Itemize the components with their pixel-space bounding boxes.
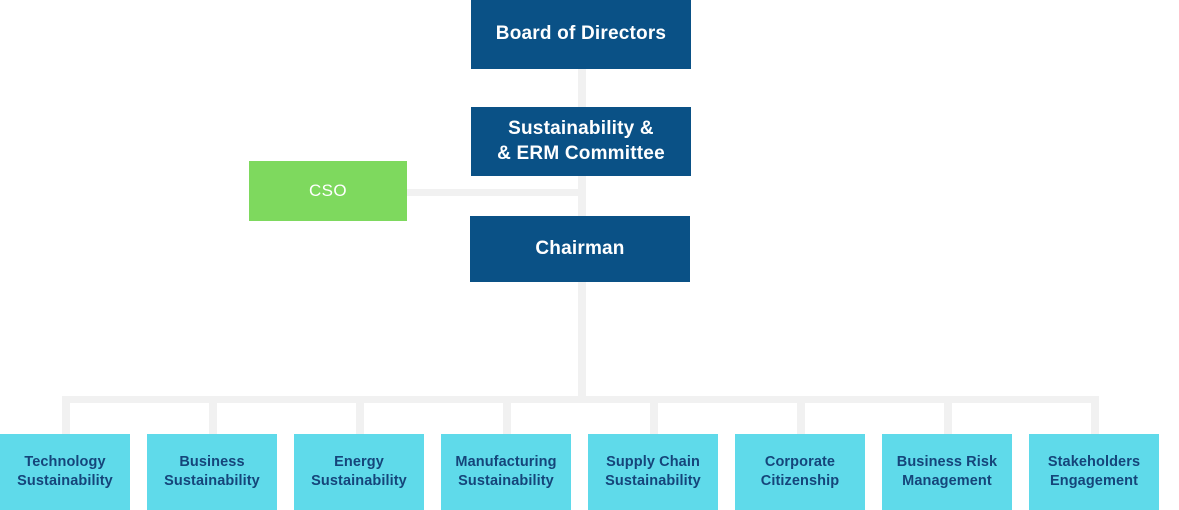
connector-cso-to-trunk bbox=[407, 189, 586, 196]
connector-drop-6 bbox=[797, 396, 805, 440]
connector-drop-5 bbox=[650, 396, 658, 440]
connector-drop-3 bbox=[356, 396, 364, 440]
connector-drop-7 bbox=[944, 396, 952, 440]
node-supply-chain-sustainability[interactable]: Supply Chain Sustainability bbox=[588, 434, 718, 510]
node-business-risk-management[interactable]: Business Risk Management bbox=[882, 434, 1012, 510]
node-sustainability-erm-committee[interactable]: Sustainability & & ERM Committee bbox=[471, 107, 691, 176]
connector-drop-2 bbox=[209, 396, 217, 440]
node-cso[interactable]: CSO bbox=[249, 161, 407, 221]
node-technology-sustainability[interactable]: Technology Sustainability bbox=[0, 434, 130, 510]
connector-horizontal-bus bbox=[66, 396, 1098, 403]
connector-drop-1 bbox=[62, 396, 70, 440]
connector-chairman-to-bus bbox=[578, 282, 586, 398]
node-stakeholders-engagement[interactable]: Stakeholders Engagement bbox=[1029, 434, 1159, 510]
node-board-of-directors[interactable]: Board of Directors bbox=[471, 0, 691, 69]
connector-board-to-committee bbox=[578, 69, 586, 109]
connector-drop-4 bbox=[503, 396, 511, 440]
connector-committee-to-chairman bbox=[578, 176, 586, 220]
node-chairman[interactable]: Chairman bbox=[470, 216, 690, 282]
node-manufacturing-sustainability[interactable]: Manufacturing Sustainability bbox=[441, 434, 571, 510]
node-energy-sustainability[interactable]: Energy Sustainability bbox=[294, 434, 424, 510]
node-corporate-citizenship[interactable]: Corporate Citizenship bbox=[735, 434, 865, 510]
connector-drop-8 bbox=[1091, 396, 1099, 440]
node-business-sustainability[interactable]: Business Sustainability bbox=[147, 434, 277, 510]
